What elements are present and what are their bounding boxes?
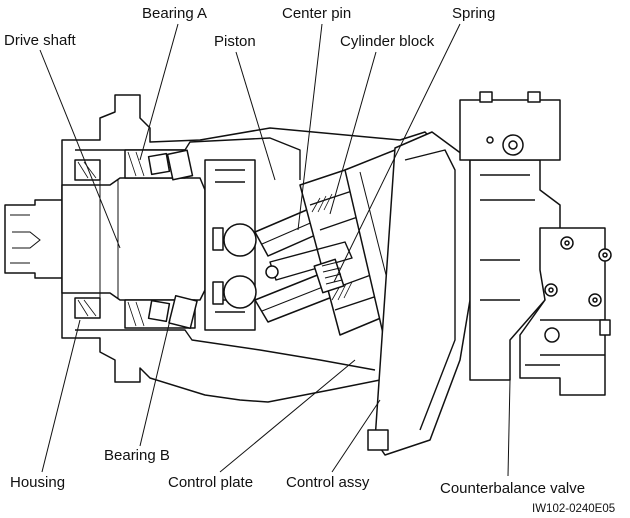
piston-ball-lower: [223, 275, 257, 309]
label-piston: Piston: [214, 33, 256, 50]
spring: [313, 258, 345, 294]
label-housing: Housing: [10, 474, 65, 491]
label-control-plate: Control plate: [168, 474, 253, 491]
drive-shaft-spline: [4, 199, 63, 279]
drive-shaft: [61, 177, 206, 301]
piston-ball-upper: [223, 223, 257, 257]
center-pin: [265, 241, 353, 281]
label-bearing-b: Bearing B: [104, 447, 170, 464]
top-port-block: [459, 99, 561, 161]
label-control-assy: Control assy: [286, 474, 370, 491]
label-spring: Spring: [452, 5, 495, 22]
bearing-b: [124, 295, 198, 329]
label-center-pin: Center pin: [282, 5, 351, 22]
pointer-lines: [39, 23, 511, 477]
label-bearing-a: Bearing A: [142, 5, 207, 22]
valve-bolts: [544, 236, 612, 307]
label-counterbalance-valve: Counterbalance valve: [440, 480, 585, 497]
counterbalance-valve: [519, 227, 606, 396]
figure-code: IW102-0240E05: [532, 503, 615, 515]
bearing-a: [124, 149, 194, 181]
label-drive-shaft: Drive shaft: [4, 32, 77, 49]
label-cylinder-block: Cylinder block: [340, 33, 435, 50]
